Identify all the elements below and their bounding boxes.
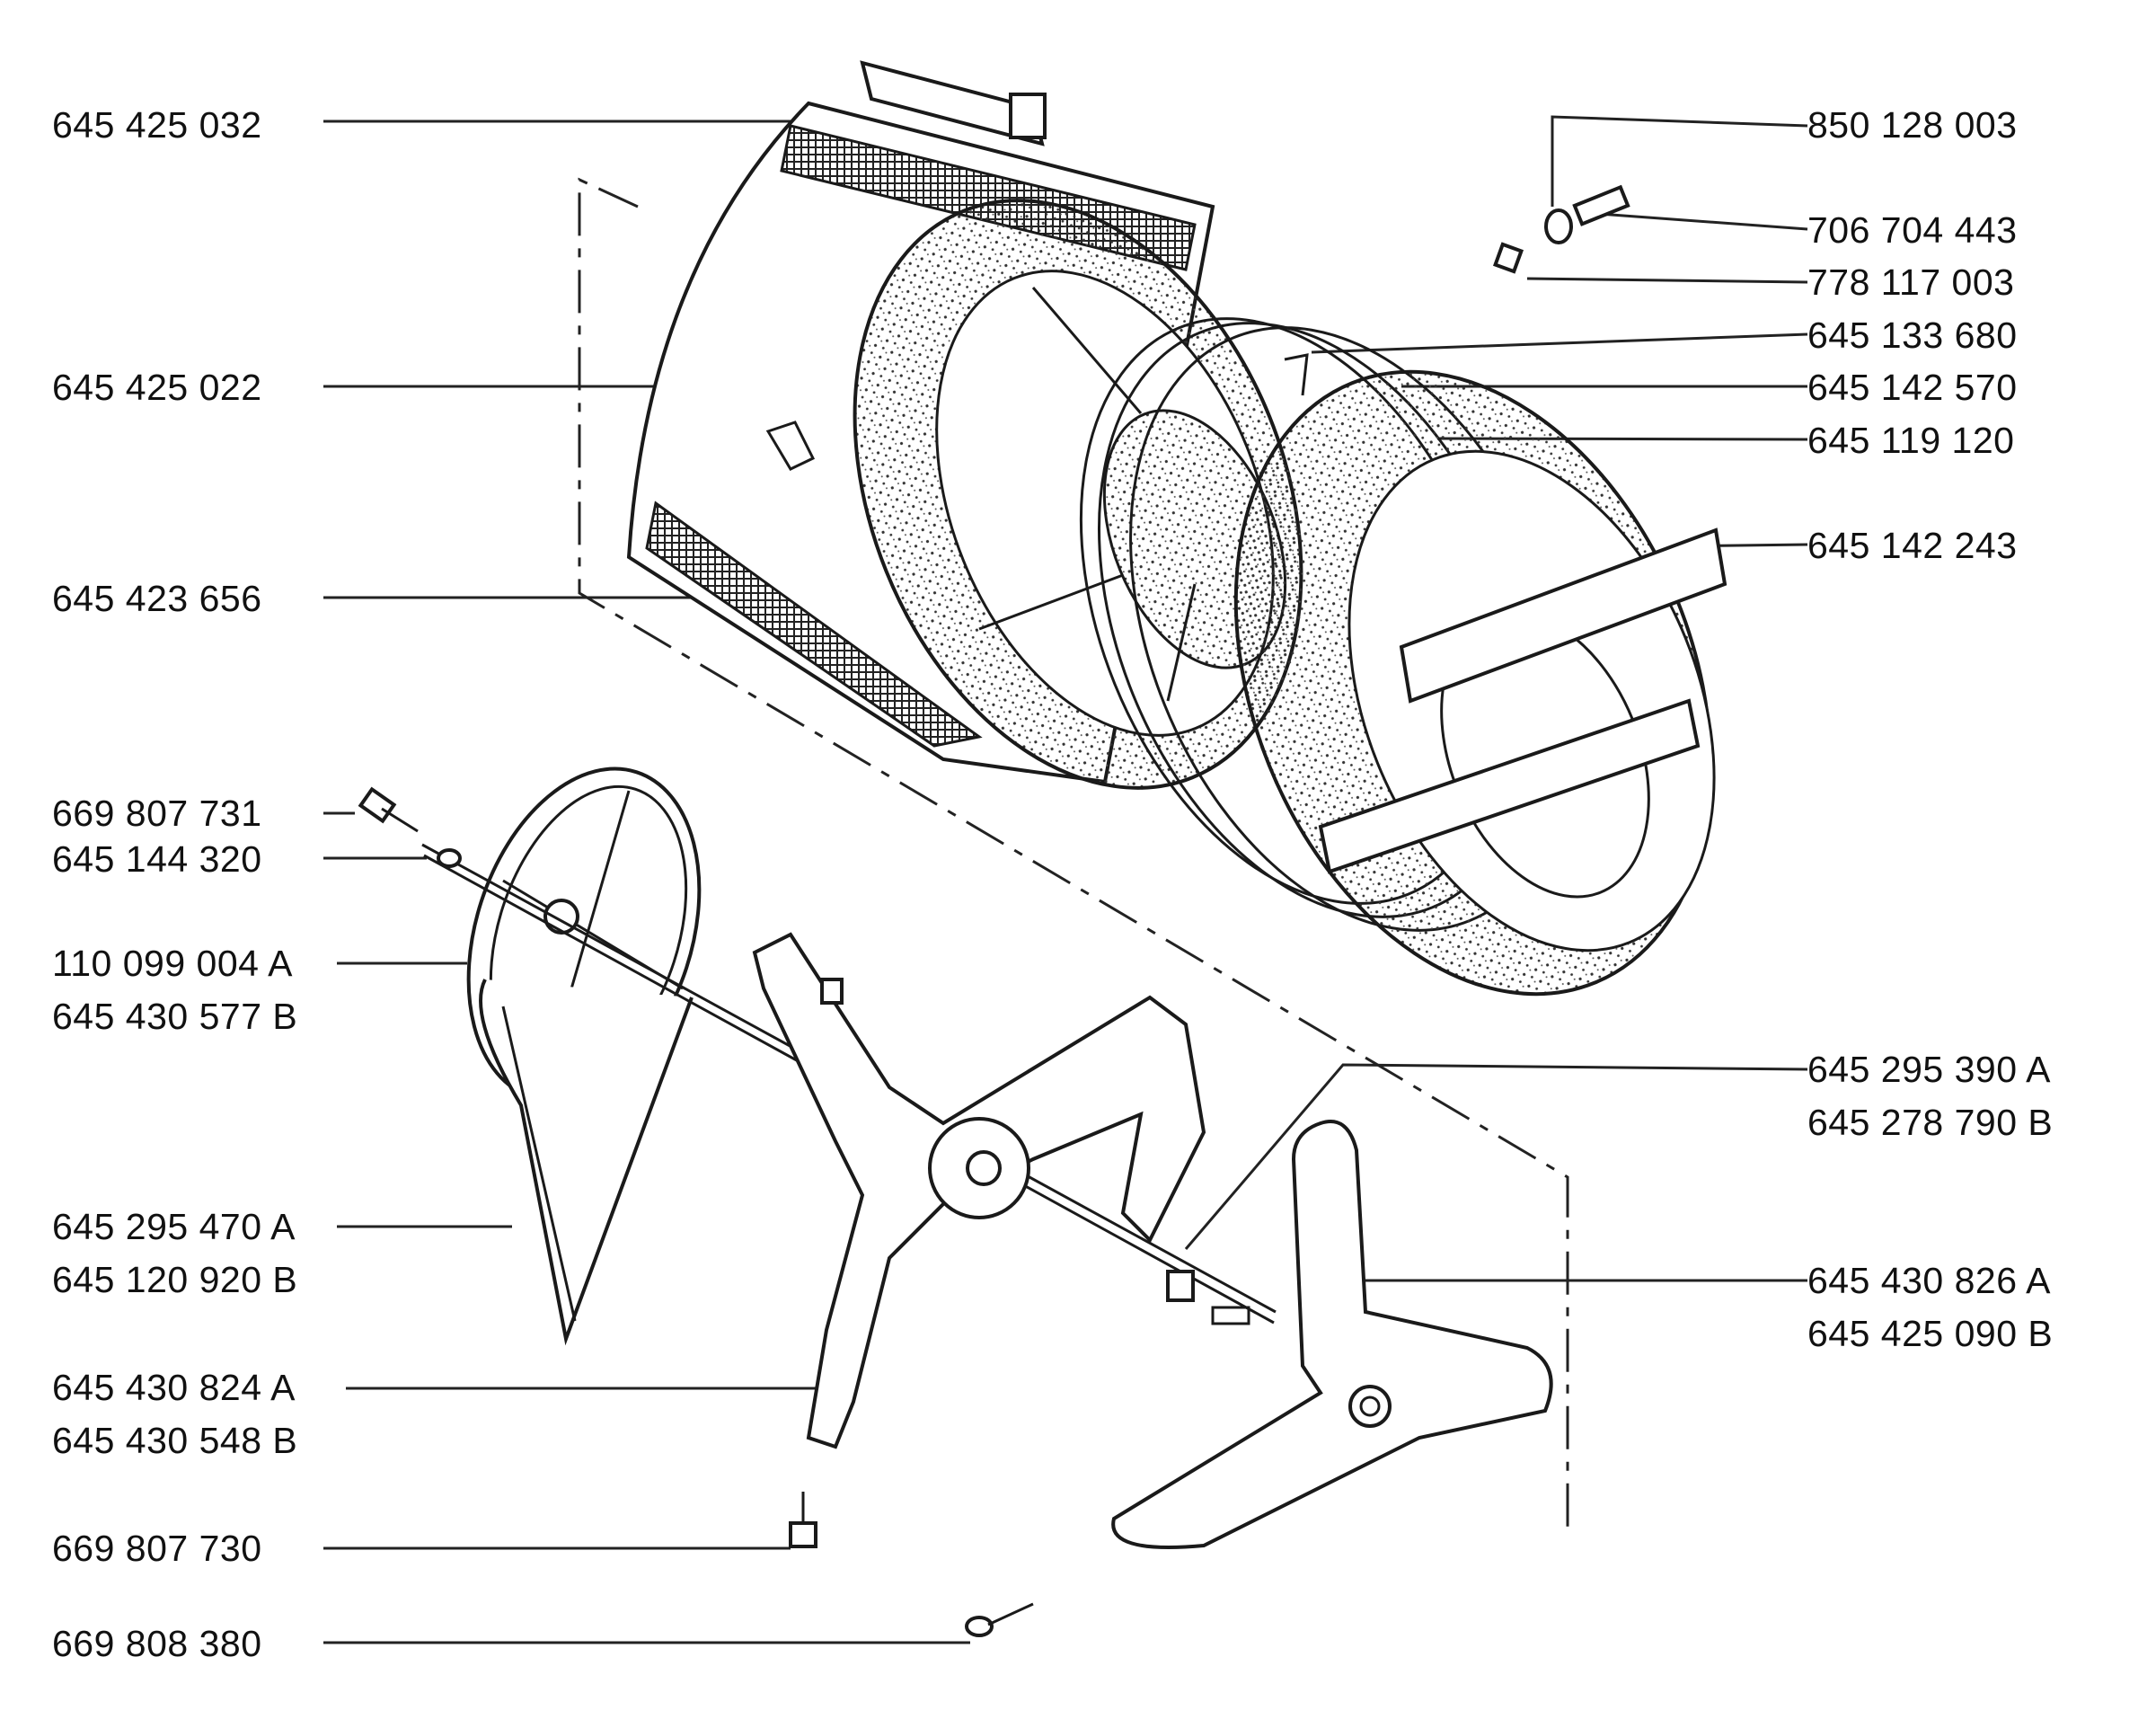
front-ring	[1233, 369, 1727, 997]
part-label-645-425-090-b: 645 425 090 B	[1807, 1313, 2054, 1354]
part-label-645-142-243: 645 142 243	[1807, 525, 2018, 566]
part-label-645-423-656: 645 423 656	[52, 578, 262, 619]
part-label-645-430-548-b: 645 430 548 B	[52, 1420, 298, 1461]
part-label-850-128-003: 850 128 003	[1807, 104, 2018, 146]
part-label-645-144-320: 645 144 320	[52, 838, 262, 880]
hardware	[358, 184, 1630, 1637]
rear-spider	[752, 932, 1206, 1449]
leader-lines-right	[1184, 115, 1808, 1282]
part-label-110-099-004-a: 110 099 004 A	[52, 943, 293, 984]
front-spider	[1111, 1120, 1553, 1549]
part-label-645-430-824-a: 645 430 824 A	[52, 1367, 296, 1408]
part-label-645-295-470-a: 645 295 470 A	[52, 1206, 296, 1247]
part-label-645-295-390-a: 645 295 390 A	[1807, 1049, 2051, 1090]
part-label-645-120-920-b: 645 120 920 B	[52, 1259, 298, 1300]
belt	[479, 979, 694, 1346]
part-label-645-430-577-b: 645 430 577 B	[52, 996, 298, 1037]
alignment-guide	[578, 177, 1569, 1528]
part-label-645-425-032: 645 425 032	[52, 104, 262, 146]
part-label-669-807-730: 669 807 730	[52, 1528, 262, 1569]
part-label-778-117-003: 778 117 003	[1807, 261, 2015, 303]
part-label-645-133-680: 645 133 680	[1807, 315, 2018, 356]
part-label-645-119-120: 645 119 120	[1807, 420, 2015, 461]
drum	[626, 60, 1303, 790]
part-label-645-142-570: 645 142 570	[1807, 367, 2018, 408]
part-label-645-430-826-a: 645 430 826 A	[1807, 1260, 2051, 1301]
part-label-645-425-022: 645 425 022	[52, 367, 262, 408]
part-label-669-807-731: 669 807 731	[52, 793, 262, 834]
part-label-706-704-443: 706 704 443	[1807, 209, 2018, 251]
part-label-669-808-380: 669 808 380	[52, 1623, 262, 1664]
part-label-645-278-790-b: 645 278 790 B	[1807, 1102, 2054, 1143]
